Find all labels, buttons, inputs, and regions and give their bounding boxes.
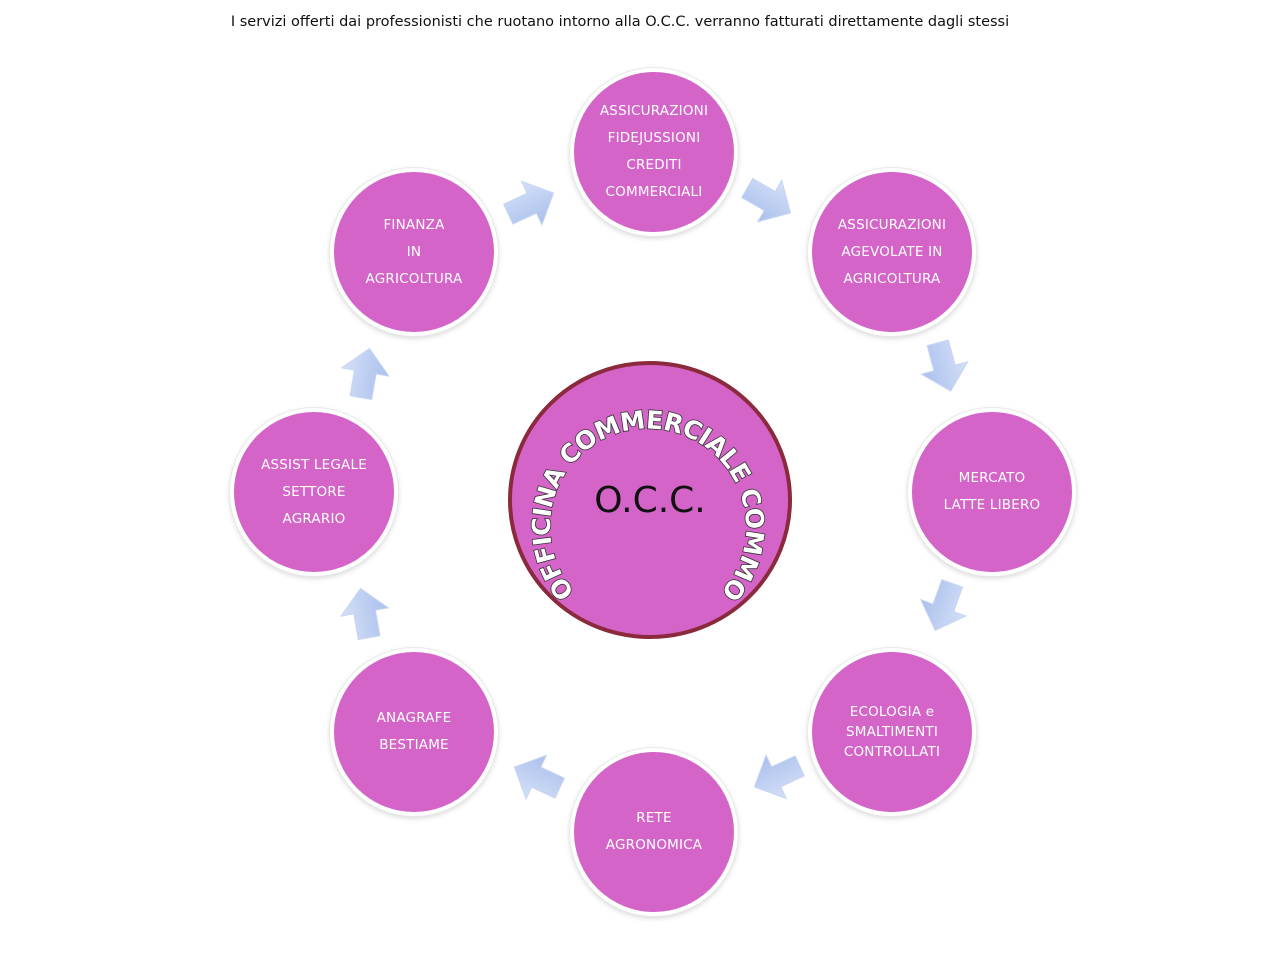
node-line: AGRONOMICA: [605, 837, 703, 853]
node-line: SETTORE: [282, 483, 346, 500]
flow-arrow-6: [513, 754, 566, 801]
node-line: CONTROLLATI: [843, 744, 941, 760]
node-line: RETE: [636, 810, 672, 826]
node-assicurazioni-fidejussioni[interactable]: ASSICURAZIONI FIDEJUSSIONI CREDITI COMME…: [570, 68, 738, 236]
node-line: FINANZA: [383, 216, 445, 233]
node-line: BESTIAME: [379, 737, 449, 753]
node-line: AGEVOLATE IN: [841, 243, 943, 260]
flow-arrow-5: [753, 753, 806, 800]
node-line: MERCATO: [958, 470, 1026, 486]
node-line: AGRARIO: [282, 510, 346, 527]
header-text-occ: O.C.C.: [645, 14, 691, 30]
flow-arrow-3: [920, 339, 969, 392]
flow-arrow-4: [919, 579, 968, 632]
center-hub-graphic: OFFICINA COMMERCIALE COMMODITIES O.C.C.: [495, 336, 792, 639]
node-ecologia-smaltimenti[interactable]: ECOLOGIA e SMALTIMENTI CONTROLLATI: [808, 648, 976, 816]
node-mercato-latte[interactable]: MERCATO LATTE LIBERO: [908, 408, 1076, 576]
node-line: IN: [406, 243, 422, 260]
node-assist-legale[interactable]: ASSIST LEGALE SETTORE AGRARIO: [230, 408, 398, 576]
node-line: AGRICOLTURA: [843, 270, 941, 287]
node-line: ASSICURAZIONI: [599, 103, 709, 119]
flow-arrow-7: [339, 587, 390, 641]
node-line: FIDEJUSSIONI: [607, 130, 701, 146]
node-line: ASSICURAZIONI: [837, 216, 947, 233]
node-line: SMALTIMENTI: [845, 724, 939, 740]
header-text-1: I servizi offerti dai professionisti che…: [230, 14, 646, 30]
flow-arrow-8: [340, 347, 391, 401]
node-line: AGRICOLTURA: [365, 270, 463, 287]
node-line: CREDITI: [626, 157, 682, 173]
center-hub: OFFICINA COMMERCIALE COMMODITIES O.C.C.: [495, 336, 793, 640]
node-line: ANAGRAFE: [376, 710, 452, 726]
center-label: O.C.C.: [594, 480, 705, 521]
flow-arrow-1: [502, 180, 555, 227]
node-assicurazioni-agevolate[interactable]: ASSICURAZIONI AGEVOLATE IN AGRICOLTURA: [808, 168, 976, 336]
center-circle: [508, 361, 792, 639]
node-anagrafe-bestiame[interactable]: ANAGRAFE BESTIAME: [330, 648, 498, 816]
node-rete-agronomica[interactable]: RETE AGRONOMICA: [570, 748, 738, 916]
node-line: ECOLOGIA e: [849, 704, 935, 720]
header-text-2: verranno fatturati direttamente dagli st…: [690, 14, 1010, 30]
node-line: LATTE LIBERO: [943, 497, 1041, 513]
page-header: I servizi offerti dai professionisti che…: [0, 14, 1240, 30]
node-line: ASSIST LEGALE: [261, 456, 367, 473]
node-line: COMMERCIALI: [605, 184, 703, 200]
flow-arrow-2: [741, 177, 792, 223]
node-finanza-agricoltura[interactable]: FINANZA IN AGRICOLTURA: [330, 168, 498, 336]
